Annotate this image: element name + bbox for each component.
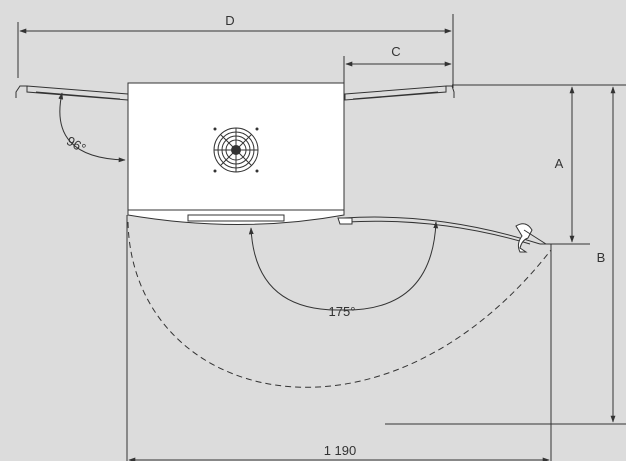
door-handle-icon <box>515 223 547 253</box>
angle-front-door: 175° <box>248 221 439 319</box>
left-side-door <box>15 85 129 101</box>
angle-side-door: 96° <box>58 92 126 163</box>
label-b: B <box>597 250 606 265</box>
door-swing-arc <box>127 221 552 388</box>
label-angle-door: 175° <box>329 304 356 319</box>
label-c: C <box>391 44 400 59</box>
dimension-d: D <box>17 13 454 88</box>
dimension-a: A <box>452 84 626 245</box>
label-width: 1 190 <box>324 443 357 458</box>
fan-grille-icon <box>213 127 259 173</box>
dimension-width: 1 190 <box>126 215 552 461</box>
front-door <box>337 216 541 245</box>
dimension-b: B <box>385 86 626 425</box>
label-a: A <box>555 156 564 171</box>
right-side-door <box>344 85 455 101</box>
label-d: D <box>225 13 234 28</box>
